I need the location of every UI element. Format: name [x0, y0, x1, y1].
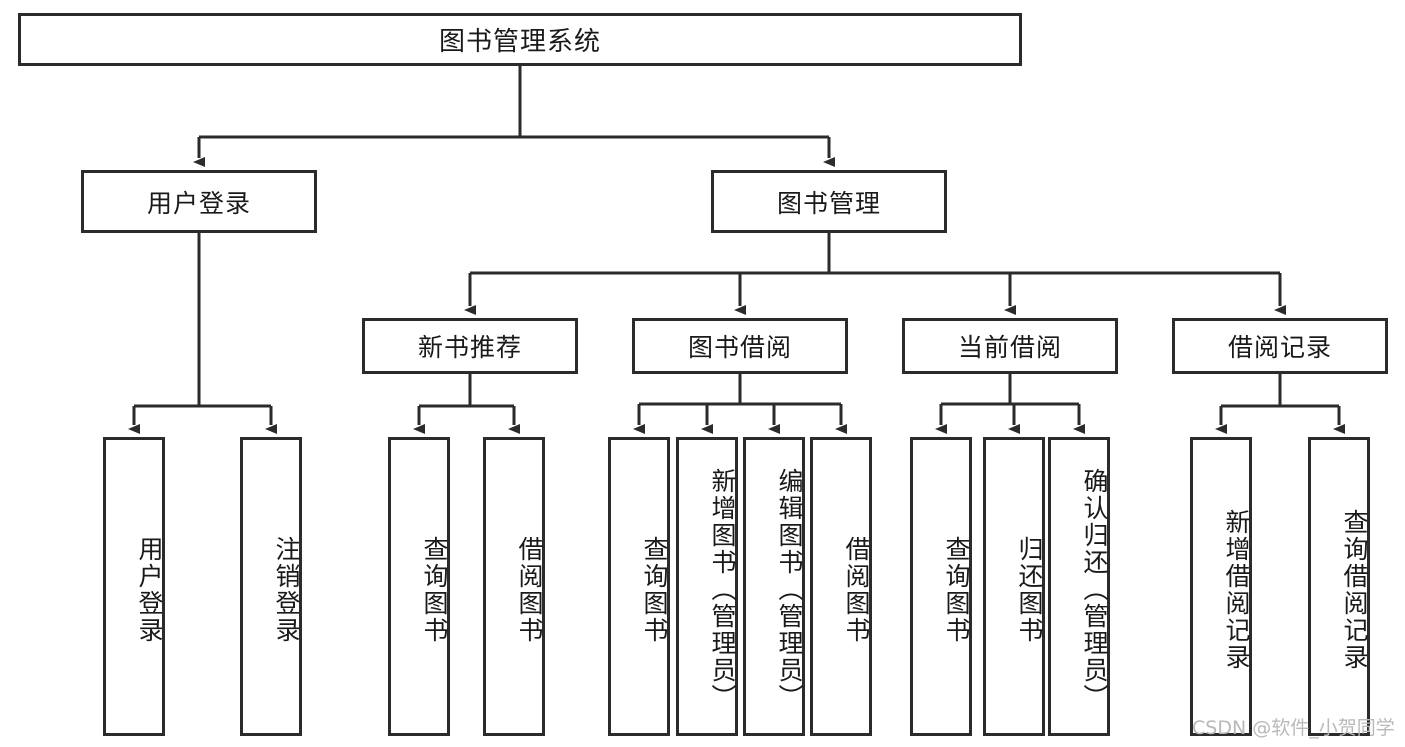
- node-current-borrow[interactable]: 当前借阅: [902, 318, 1118, 374]
- leaf-query-book-borrow[interactable]: 查询图书: [608, 437, 670, 736]
- node-label: 图书管理系统: [438, 27, 601, 57]
- node-label: 新增图书（管理员）: [708, 468, 737, 711]
- leaf-add-book-admin[interactable]: 新增图书（管理员）: [676, 437, 738, 736]
- leaf-query-book-current[interactable]: 查询图书: [910, 437, 972, 736]
- node-user-login[interactable]: 用户登录: [81, 170, 317, 233]
- node-root[interactable]: 图书管理系统: [18, 13, 1022, 66]
- node-label: 当前借阅: [957, 333, 1062, 362]
- node-label: 用户登录: [135, 535, 164, 644]
- leaf-return-book[interactable]: 归还图书: [983, 437, 1045, 736]
- node-label: 注销登录: [272, 535, 301, 644]
- leaf-logout[interactable]: 注销登录: [240, 437, 302, 736]
- node-label: 用户登录: [146, 188, 251, 218]
- leaf-edit-book-admin[interactable]: 编辑图书（管理员）: [743, 437, 805, 736]
- watermark: CSDN @软件_小贺同学: [1192, 717, 1395, 739]
- node-label: 编辑图书（管理员）: [775, 468, 804, 711]
- node-label: 新增借阅记录: [1222, 508, 1251, 671]
- node-label: 查询借阅记录: [1340, 508, 1369, 671]
- node-label: 借阅记录: [1227, 333, 1332, 362]
- node-label: 查询图书: [420, 535, 449, 644]
- node-book-borrow[interactable]: 图书借阅: [632, 318, 848, 374]
- node-label: 查询图书: [640, 535, 669, 644]
- node-label: 新书推荐: [417, 333, 522, 362]
- leaf-confirm-return-admin[interactable]: 确认归还（管理员）: [1048, 437, 1110, 736]
- node-label: 图书借阅: [687, 333, 792, 362]
- node-label: 查询图书: [942, 535, 971, 644]
- node-label: 图书管理: [776, 188, 881, 218]
- leaf-query-borrow-record[interactable]: 查询借阅记录: [1308, 437, 1370, 736]
- node-label: 借阅图书: [842, 535, 871, 644]
- node-borrow-record[interactable]: 借阅记录: [1172, 318, 1388, 374]
- node-book-management[interactable]: 图书管理: [711, 170, 947, 233]
- node-new-book-recommend[interactable]: 新书推荐: [362, 318, 578, 374]
- leaf-borrow-book-recommend[interactable]: 借阅图书: [483, 437, 545, 736]
- leaf-add-borrow-record[interactable]: 新增借阅记录: [1190, 437, 1252, 736]
- leaf-borrow-book[interactable]: 借阅图书: [810, 437, 872, 736]
- node-label: 确认归还（管理员）: [1080, 468, 1109, 711]
- node-label: 归还图书: [1015, 535, 1044, 644]
- leaf-query-book-recommend[interactable]: 查询图书: [388, 437, 450, 736]
- leaf-user-login[interactable]: 用户登录: [103, 437, 165, 736]
- node-label: 借阅图书: [515, 535, 544, 644]
